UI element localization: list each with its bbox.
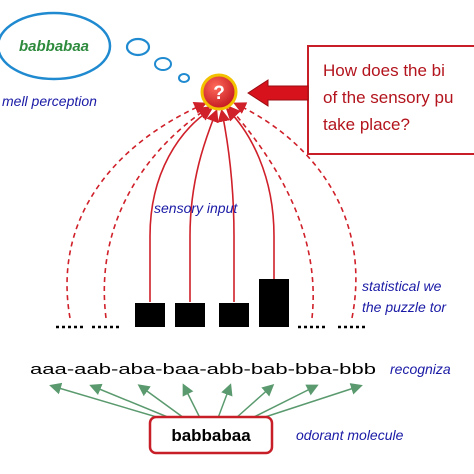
green-arrows	[49, 382, 363, 419]
statistical-weight-label-line-1: statistical we	[362, 278, 442, 294]
weight-bar-aba	[135, 303, 165, 327]
thought-dot-3	[178, 73, 190, 83]
odorant-molecule-label: odorant molecule	[296, 427, 404, 443]
question-line-3: take place?	[323, 115, 410, 134]
question-line-2: of the sensory pu	[323, 88, 453, 107]
thought-bubble: babbabaa	[0, 11, 190, 83]
weight-bar-abb	[219, 303, 249, 327]
odorant-molecule-text: babbabaa	[171, 426, 251, 445]
solid-red-lines	[149, 107, 275, 302]
dashed-red-lines	[66, 102, 357, 319]
thought-dot-1	[125, 37, 151, 57]
statistical-weight-label-line-2: the puzzle tor	[362, 299, 447, 315]
recognize-label: recogniza	[390, 361, 451, 377]
weight-bars	[56, 279, 366, 329]
odorant-molecule-box	[148, 415, 274, 455]
question-mark-icon: ?	[200, 73, 238, 111]
sensory-input-label: sensory input	[154, 200, 238, 216]
smell-perception-label: mell perception	[2, 93, 97, 109]
thought-bubble-text: babbabaa	[19, 38, 89, 55]
weight-bar-baa	[175, 303, 205, 327]
fragment-sequence: aaa-aab-aba-baa-abb-bab-bba-bbb	[30, 362, 376, 378]
thought-dot-2	[154, 57, 172, 71]
big-arrow-left	[247, 79, 309, 107]
question-line-1: How does the bi	[323, 61, 445, 80]
question-box	[307, 45, 474, 155]
weight-bar-bab	[259, 279, 289, 327]
question-mark-symbol: ?	[213, 83, 225, 104]
